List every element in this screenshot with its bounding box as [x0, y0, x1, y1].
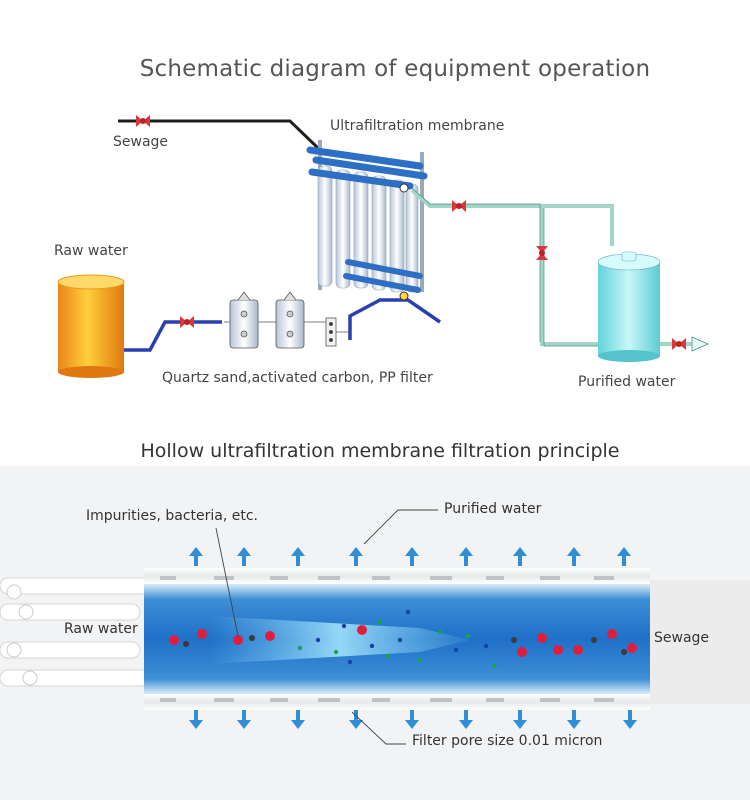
sewage-pipe: [118, 119, 320, 150]
uf-membrane-unit: [306, 140, 428, 301]
impurity-particles: [169, 625, 637, 657]
sewage-valve-icon: [136, 115, 150, 127]
inlet-valve-icon: [180, 316, 194, 328]
label-pretreatment: Quartz sand,activated carbon, PP filter: [162, 370, 433, 386]
membrane-pores-bottom: [160, 698, 614, 702]
label-purified-water-tank: Purified water: [578, 374, 676, 390]
hollow-fiber-bundle: [0, 577, 750, 704]
product-valve-icon: [672, 338, 686, 350]
label-uf-membrane: Ultrafiltration membrane: [330, 118, 505, 134]
label-purified-water-principle: Purified water: [444, 501, 542, 517]
membrane-pores-top: [160, 576, 614, 580]
outlet-arrow-icon: [691, 336, 709, 352]
label-sewage: Sewage: [113, 134, 169, 150]
diagram-title-principle: Hollow ultrafiltration membrane filtrati…: [140, 440, 620, 462]
outlet-valve-icon: [452, 200, 466, 212]
flow-direction-arrow: [210, 616, 470, 664]
purified-water-tank: [597, 251, 661, 362]
permeate-arrows-up: [189, 547, 631, 566]
leader-lines: [215, 509, 438, 745]
permeate-arrows-down: [189, 710, 637, 729]
raw-water-pipe: [124, 320, 222, 352]
purified-water-pipe-outline: [411, 187, 598, 347]
bacteria-particles: [183, 635, 627, 655]
label-raw-water-tank: Raw water: [54, 243, 128, 259]
label-impurities: Impurities, bacteria, etc.: [86, 508, 258, 524]
water-molecules: [297, 609, 497, 669]
pretreatment-filters: [224, 291, 350, 349]
uf-feed-pipe: [348, 298, 441, 340]
raw-water-tank: [57, 274, 125, 378]
label-pore-size: Filter pore size 0.01 micron: [412, 733, 603, 749]
label-sewage-principle: Sewage: [654, 630, 710, 646]
label-raw-water-principle: Raw water: [64, 621, 138, 637]
diagram-title-equipment: Schematic diagram of equipment operation: [139, 56, 651, 82]
bypass-valve-icon: [536, 246, 548, 260]
